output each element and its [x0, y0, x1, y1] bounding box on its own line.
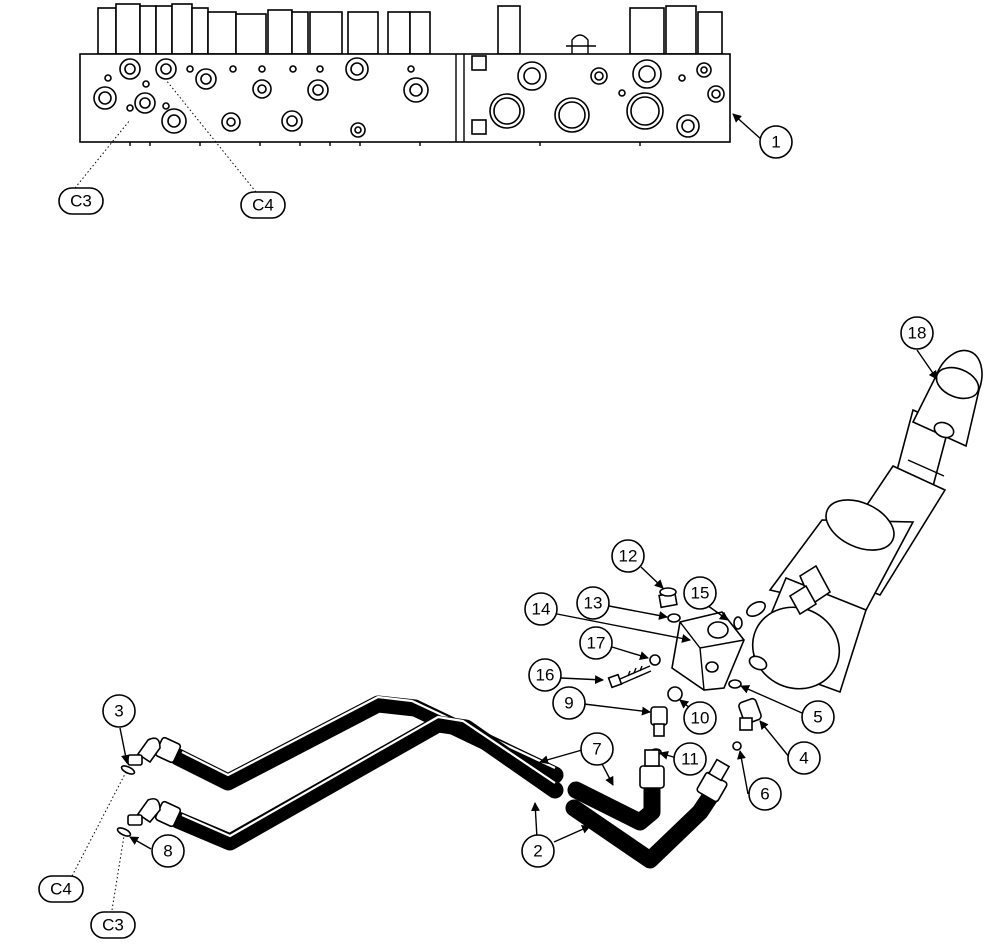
hydraulic-cylinder [748, 349, 983, 694]
o-ring-3 [120, 765, 136, 775]
o-ring-15 [733, 616, 743, 630]
callout-2-label: 2 [533, 842, 542, 861]
callout-18-label: 18 [908, 324, 927, 343]
callout-5: 5 [801, 700, 835, 734]
callout-13: 13 [576, 586, 610, 620]
bolt-16 [607, 665, 652, 689]
hose-end-fitting-upper [127, 736, 182, 766]
callout-1: 1 [759, 125, 793, 159]
callout-8-label: 8 [163, 842, 172, 861]
elbow-fitting-4 [738, 697, 762, 731]
callout-15-label: 15 [691, 584, 710, 603]
callout-14: 14 [524, 592, 558, 626]
callout-10: 10 [683, 701, 717, 735]
port-tag-c3-bottom: C3 [90, 911, 136, 939]
callout-6-label: 6 [760, 785, 769, 804]
callout-16-label: 16 [536, 666, 555, 685]
callout-15: 15 [683, 576, 717, 610]
leader-lines [71, 79, 938, 911]
o-ring-8 [116, 827, 132, 837]
callout-4-label: 4 [799, 749, 808, 768]
port-tag-c4-top-label: C4 [252, 196, 274, 215]
callout-2: 2 [521, 834, 555, 868]
callout-6: 6 [748, 777, 782, 811]
callout-7-label: 7 [592, 740, 601, 759]
o-ring-10 [667, 686, 683, 702]
port-tag-c4-top: C4 [240, 191, 286, 219]
manifold-block [671, 611, 745, 691]
callout-11-label: 11 [681, 750, 699, 769]
callout-9-label: 9 [564, 694, 573, 713]
callout-3: 3 [102, 694, 136, 728]
callout-16: 16 [528, 658, 562, 692]
o-ring-13 [667, 613, 681, 623]
callout-12-label: 12 [619, 547, 638, 566]
callout-17-label: 17 [587, 634, 606, 653]
o-ring-5 [728, 679, 742, 689]
hose-lower [169, 715, 731, 869]
callout-9: 9 [552, 686, 586, 720]
port-tag-c3-top-label: C3 [70, 192, 92, 211]
hose-end-fitting-lower [127, 797, 182, 828]
callout-11: 11 [673, 742, 707, 776]
callout-10-label: 10 [691, 709, 710, 728]
o-ring-6 [732, 741, 742, 751]
callout-4: 4 [787, 741, 821, 775]
port-tag-c3-bottom-label: C3 [102, 916, 124, 935]
callout-8: 8 [151, 834, 185, 868]
callout-13-label: 13 [584, 594, 603, 613]
callout-14-label: 14 [532, 600, 551, 619]
callout-18: 18 [900, 316, 934, 350]
elbow-fitting-9 [650, 706, 668, 737]
valve-cartridges [97, 3, 723, 55]
fitting-15 [746, 600, 766, 618]
callout-5-label: 5 [813, 708, 822, 727]
callout-17: 17 [579, 626, 613, 660]
callout-7: 7 [580, 732, 614, 766]
port-tag-c3-top: C3 [58, 187, 104, 215]
callout-12: 12 [611, 539, 645, 573]
callout-1-label: 1 [771, 133, 780, 152]
callout-3-label: 3 [114, 702, 123, 721]
plug-12 [658, 587, 678, 609]
washer-17 [649, 654, 661, 666]
valve-bank [79, 3, 731, 146]
valve-ports [93, 57, 725, 138]
port-tag-c4-bottom-label: C4 [50, 880, 72, 899]
port-tag-c4-bottom: C4 [38, 875, 84, 903]
